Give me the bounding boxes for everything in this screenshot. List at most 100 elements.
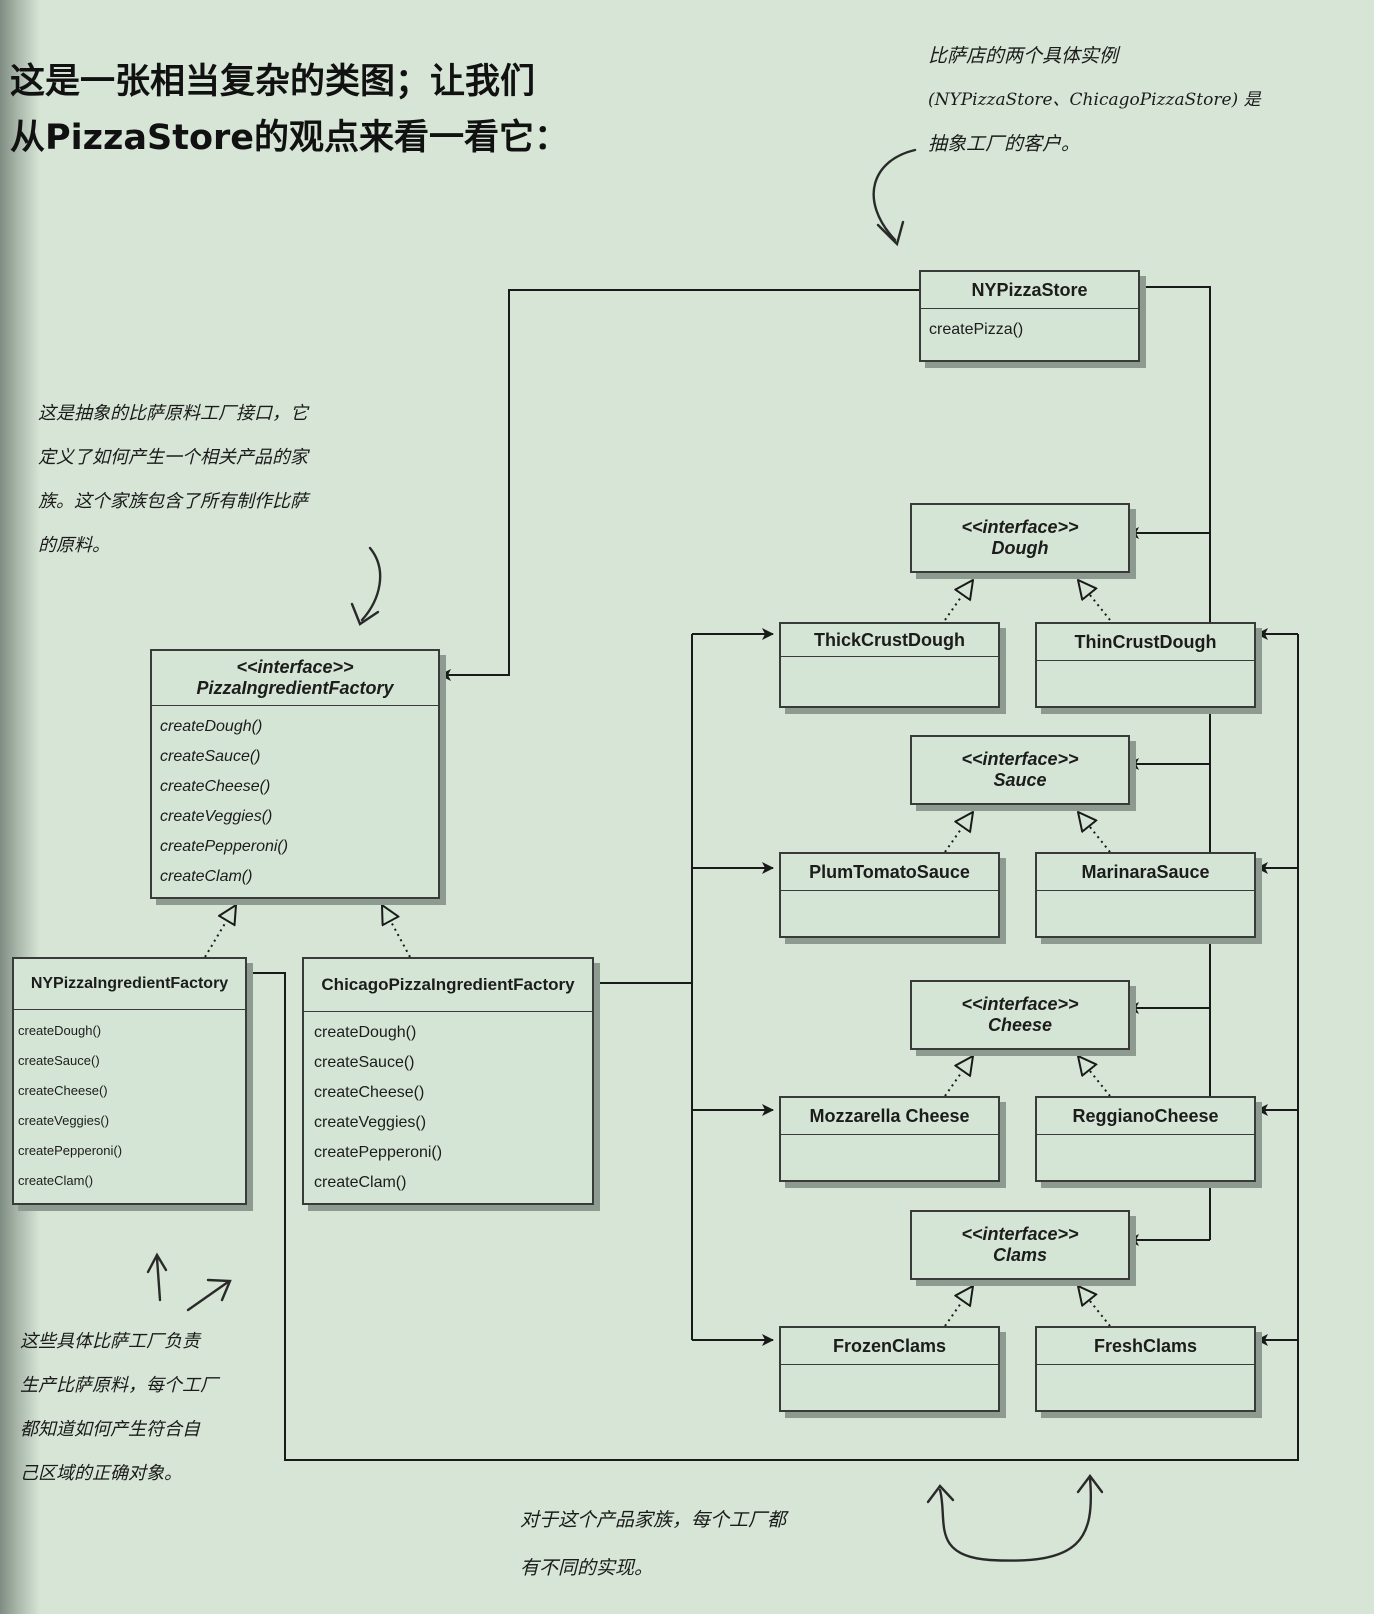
- class-ny-ingredient-factory: NYPizzaIngredientFactory createDough() c…: [12, 957, 247, 1205]
- note-clients-line: 抽象工厂的客户。: [928, 133, 1081, 155]
- note-abstract-factory: 这是抽象的比萨原料工厂接口，它 定义了如何产生一个相关产品的家 族。这个家族包含…: [38, 392, 308, 568]
- impl-reggiano-cheese: [1078, 1056, 1111, 1097]
- method: createSauce(): [160, 748, 261, 765]
- class-name: Dough: [991, 538, 1049, 558]
- class-name: FrozenClams: [832, 1335, 947, 1356]
- method: createDough(): [18, 1023, 102, 1038]
- class-name: Clams: [992, 1245, 1048, 1265]
- class-name: ThinCrustDough: [1074, 631, 1217, 652]
- note-abstract-line: 定义了如何产生一个相关产品的家: [38, 447, 308, 468]
- note-family-line: 有不同的实现。: [520, 1557, 654, 1579]
- class-methods: createDough() createSauce() createCheese…: [14, 1010, 245, 1200]
- class-header: <<interface>> Sauce: [912, 737, 1128, 803]
- note-abstract-line: 的原料。: [38, 535, 110, 556]
- class-name: FreshClams: [1093, 1335, 1198, 1356]
- method: createSauce(): [18, 1053, 100, 1068]
- pointer-arrow-bottom-head-a: [1076, 1474, 1104, 1494]
- class-header: NYPizzaStore: [921, 272, 1138, 309]
- note-concrete-factories: 这些具体比萨工厂负责 生产比萨原料，每个工厂 都知道如何产生符合自 己区域的正确…: [20, 1320, 218, 1496]
- pointer-arrow-chicago-factory: [186, 1280, 230, 1312]
- class-thin-crust-dough: ThinCrustDough: [1035, 622, 1256, 708]
- note-abstract-line: 族。这个家族包含了所有制作比萨: [38, 491, 308, 512]
- class-methods: createPizza(): [921, 309, 1138, 349]
- note-concrete-line: 生产比萨原料，每个工厂: [20, 1375, 218, 1396]
- impl-mozz-cheese: [944, 1056, 973, 1097]
- page-edge-shadow: [0, 0, 40, 1614]
- interface-clams: <<interface>> Clams: [910, 1210, 1130, 1280]
- class-chicago-ingredient-factory: ChicagoPizzaIngredientFactory createDoug…: [302, 957, 594, 1205]
- class-header: MarinaraSauce: [1037, 854, 1254, 891]
- note-clients: 比萨店的两个具体实例 (NYPizzaStore、ChicagoPizzaSto…: [928, 34, 1261, 166]
- class-name: MarinaraSauce: [1081, 861, 1210, 882]
- pointer-arrow-chicago-factory-head: [206, 1278, 232, 1302]
- stereotype: <<interface>>: [236, 657, 354, 677]
- class-name: NYPizzaIngredientFactory: [30, 975, 229, 992]
- pointer-arrow-ny-factory-head: [146, 1252, 168, 1274]
- pointer-arrow-clients-head: [876, 220, 905, 247]
- method: createCheese(): [314, 1084, 425, 1101]
- class-marinara-sauce: MarinaraSauce: [1035, 852, 1256, 938]
- class-header: Mozzarella Cheese: [781, 1098, 998, 1135]
- stereotype: <<interface>>: [961, 1224, 1079, 1244]
- class-header: ThickCrustDough: [781, 624, 998, 657]
- class-name: PlumTomatoSauce: [809, 861, 970, 882]
- class-header: FrozenClams: [781, 1328, 998, 1365]
- ny-factory-loop: [245, 634, 1299, 1461]
- impl-frozen-clams: [944, 1286, 973, 1327]
- class-name: ThickCrustDough: [814, 629, 965, 650]
- pointer-arrow-bottom: [938, 1476, 1092, 1562]
- class-ny-pizza-store: NYPizzaStore createPizza(): [919, 270, 1140, 362]
- class-reggiano-cheese: ReggianoCheese: [1035, 1096, 1256, 1182]
- class-plum-tomato-sauce: PlumTomatoSauce: [779, 852, 1000, 938]
- class-header: <<interface>> Cheese: [912, 982, 1128, 1048]
- note-concrete-line: 都知道如何产生符合自: [20, 1419, 200, 1440]
- method: createPepperoni(): [314, 1144, 443, 1161]
- impl-thin-dough: [1078, 580, 1111, 621]
- class-thick-crust-dough: ThickCrustDough: [779, 622, 1000, 708]
- impl-fresh-clams: [1078, 1286, 1111, 1327]
- class-header: ThinCrustDough: [1037, 624, 1254, 661]
- class-name: Sauce: [993, 770, 1047, 790]
- method: createPepperoni(): [160, 838, 289, 855]
- page-title: 这是一张相当复杂的类图；让我们 从PizzaStore的观点来看一看它：: [10, 54, 610, 166]
- class-header: <<interface>> PizzaIngredientFactory: [152, 651, 438, 706]
- note-concrete-line: 这些具体比萨工厂负责: [20, 1331, 200, 1352]
- note-concrete-line: 己区域的正确对象。: [20, 1463, 182, 1484]
- class-name: Mozzarella Cheese: [809, 1105, 970, 1126]
- class-header: ReggianoCheese: [1037, 1098, 1254, 1135]
- stereotype: <<interface>>: [961, 994, 1079, 1014]
- class-fresh-clams: FreshClams: [1035, 1326, 1256, 1412]
- note-abstract-line: 这是抽象的比萨原料工厂接口，它: [38, 403, 308, 424]
- interface-sauce: <<interface>> Sauce: [910, 735, 1130, 805]
- method: createClam(): [160, 868, 253, 885]
- interface-cheese: <<interface>> Cheese: [910, 980, 1130, 1050]
- note-family-line: 对于这个产品家族，每个工厂都: [520, 1509, 787, 1531]
- class-methods: createDough() createSauce() createCheese…: [304, 1012, 592, 1202]
- method: createVeggies(): [314, 1114, 427, 1131]
- method: createVeggies(): [160, 808, 273, 825]
- stereotype: <<interface>>: [961, 517, 1079, 537]
- class-header: NYPizzaIngredientFactory: [14, 959, 245, 1010]
- method: createPepperoni(): [18, 1143, 123, 1158]
- class-header: <<interface>> Clams: [912, 1212, 1128, 1278]
- impl-thick-dough: [944, 580, 973, 621]
- class-pizza-ingredient-factory: <<interface>> PizzaIngredientFactory cre…: [150, 649, 440, 899]
- association-store-factory: [439, 289, 919, 681]
- class-frozen-clams: FrozenClams: [779, 1326, 1000, 1412]
- method: createCheese(): [18, 1083, 108, 1098]
- note-clients-line: (NYPizzaStore、ChicagoPizzaStore) 是: [928, 90, 1261, 110]
- impl-marinara-sauce: [1078, 812, 1111, 853]
- note-product-family: 对于这个产品家族，每个工厂都 有不同的实现。: [520, 1496, 786, 1592]
- impl-plum-sauce: [944, 812, 973, 853]
- pointer-arrow-abstract-head: [350, 602, 380, 626]
- interface-dough: <<interface>> Dough: [910, 503, 1130, 573]
- title-line-1: 这是一张相当复杂的类图；让我们: [10, 62, 536, 102]
- method: createSauce(): [314, 1054, 415, 1071]
- class-name: PizzaIngredientFactory: [196, 678, 394, 698]
- note-clients-line: 比萨店的两个具体实例: [928, 45, 1119, 67]
- class-header: PlumTomatoSauce: [781, 854, 998, 891]
- method: createClam(): [18, 1173, 94, 1188]
- class-name: Cheese: [987, 1015, 1053, 1035]
- method: createVeggies(): [18, 1113, 110, 1128]
- class-header: ChicagoPizzaIngredientFactory: [304, 959, 592, 1012]
